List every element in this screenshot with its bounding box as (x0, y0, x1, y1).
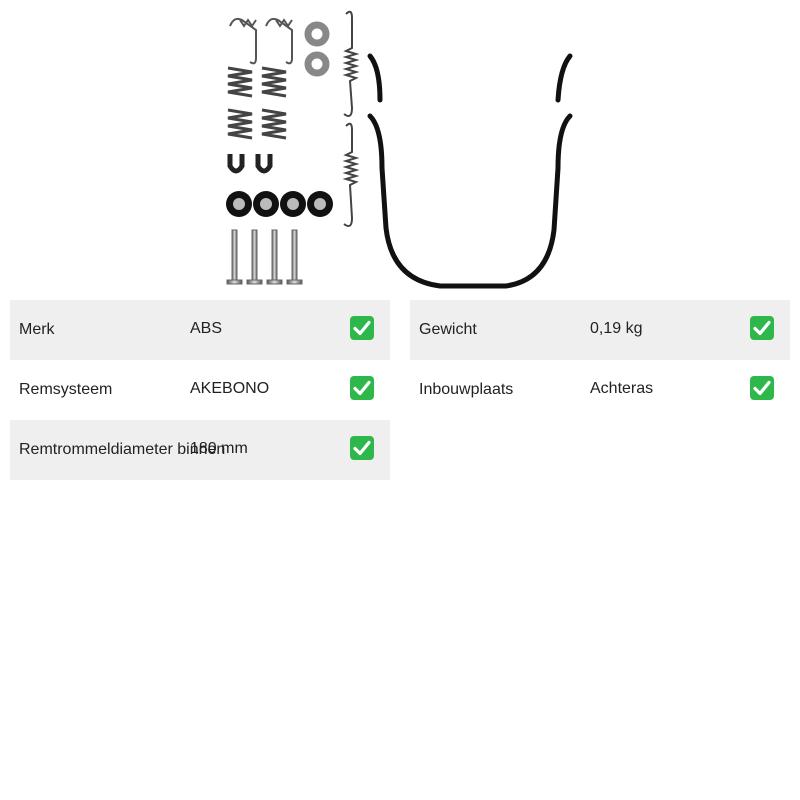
spec-row-gewicht: Gewicht 0,19 kg (410, 300, 790, 360)
spec-row-inbouwplaats: Inbouwplaats Achteras (410, 360, 790, 420)
spec-value: 0,19 kg (590, 320, 643, 337)
spec-value: 180 mm (190, 440, 248, 457)
spec-label: Remtrommeldiameter binnen (19, 441, 226, 458)
check-icon (750, 376, 774, 400)
spec-label: Remsysteem (19, 381, 113, 398)
spec-row-remtrommeldiameter: Remtrommeldiameter binnen 180 mm (10, 420, 390, 480)
spec-row-merk: Merk ABS (10, 300, 390, 360)
spec-label: Merk (19, 321, 55, 338)
check-icon (350, 436, 374, 460)
product-image (220, 8, 590, 293)
check-icon (350, 376, 374, 400)
spec-label: Inbouwplaats (419, 381, 514, 398)
spec-value: Achteras (590, 380, 654, 397)
check-icon (750, 316, 774, 340)
spec-label: Gewicht (419, 321, 477, 338)
spec-list-left: Merk ABS Remsysteem AKEBONO Remtrommeldi… (10, 300, 390, 480)
spec-list-right: Gewicht 0,19 kg Inbouwplaats Achteras (410, 300, 790, 420)
spec-value: ABS (190, 320, 223, 337)
check-icon (350, 316, 374, 340)
spec-row-remsysteem: Remsysteem AKEBONO (10, 360, 390, 420)
spec-value: AKEBONO (190, 380, 270, 397)
